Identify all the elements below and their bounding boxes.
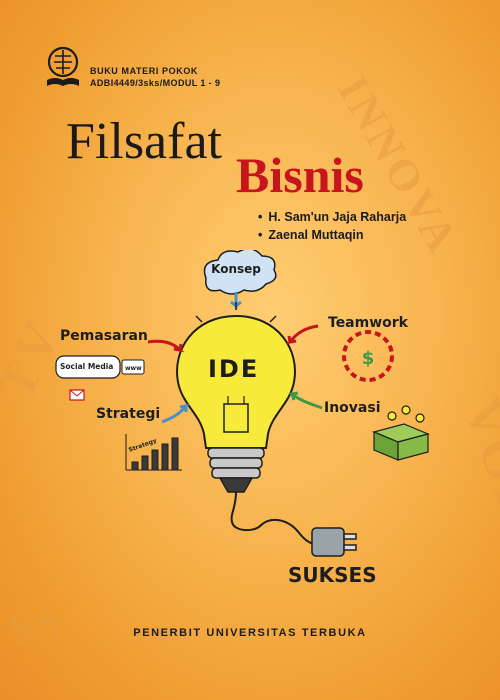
cloud-shape <box>203 250 277 295</box>
www-card <box>121 359 145 375</box>
konsep-label: Konsep <box>211 262 261 276</box>
arrow-left-icon <box>286 324 319 345</box>
social-media-card <box>55 355 121 379</box>
idea-bulb-illustration: $ <box>55 250 430 557</box>
team-circle-icon: $ <box>342 330 394 382</box>
strategi-label: Strategi <box>96 406 161 422</box>
arrow-right-icon <box>161 403 190 424</box>
arrow-left-icon <box>288 391 323 410</box>
power-cord <box>230 491 325 546</box>
inovasi-label: Inovasi <box>324 400 381 416</box>
university-logo-icon <box>47 46 79 86</box>
ide-label: IDE <box>208 355 260 383</box>
title-word-1: Filsafat <box>66 113 222 170</box>
course-code: ADBI4449/3sks/MODUL 1 - 9 <box>90 78 221 88</box>
bar-chart-icon <box>125 434 182 471</box>
sukses-label: SUKSES <box>288 563 377 587</box>
idea-box-icon <box>372 405 430 461</box>
bulb-rays-icon <box>195 302 277 323</box>
bulb-filament <box>223 403 249 433</box>
publisher-name: PENERBIT UNIVERSITAS TERBUKA <box>133 627 367 639</box>
svg-text:$: $ <box>362 348 375 369</box>
social-media-label: Social Media <box>60 362 114 371</box>
author-name: Zaenal Muttaqin <box>258 228 363 242</box>
arrow-right-icon <box>147 339 185 353</box>
author-name: H. Sam'un Jaja Raharja <box>258 210 406 224</box>
bulb-base <box>207 447 265 493</box>
www-label: www <box>125 365 142 372</box>
plug-icon <box>311 527 357 557</box>
series-label: BUKU MATERI POKOK <box>90 66 199 76</box>
envelope-icon <box>69 389 85 401</box>
teamwork-label: Teamwork <box>328 315 408 331</box>
pemasaran-label: Pemasaran <box>60 328 148 344</box>
title-word-2: Bisnis <box>236 147 364 203</box>
